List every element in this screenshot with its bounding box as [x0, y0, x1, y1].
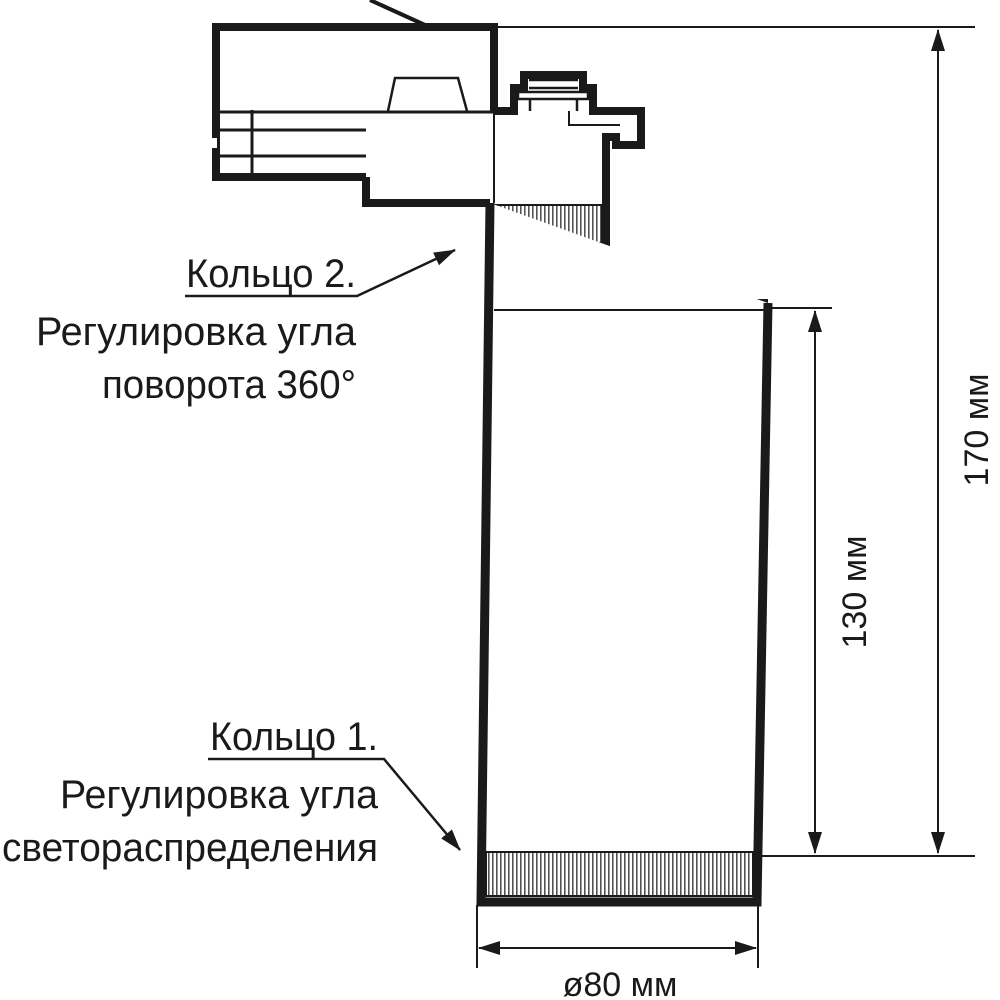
dimension-170-label: 170 мм: [958, 374, 996, 487]
lamp-body: [476, 202, 773, 907]
ring-1-knurl[interactable]: [485, 851, 754, 897]
dimension-130-label: 130 мм: [836, 536, 874, 649]
ring-1-desc-line2: светораспределения: [2, 826, 378, 870]
dimension-diameter-label: ø80 мм: [563, 966, 678, 1000]
ring-1-callout: Кольцо 1. Регулировка угла светораспреде…: [2, 715, 461, 870]
dimension-diameter: [476, 905, 759, 968]
ring-2-title: Кольцо 2.: [186, 252, 356, 296]
ring-2-callout: Кольцо 2. Регулировка угла поворота 360°: [36, 248, 456, 407]
ring-2-desc-line1: Регулировка угла: [36, 310, 357, 354]
track-adapter: [209, 0, 498, 181]
dimension-130: [768, 307, 832, 854]
ring-2-desc-line2: поворота 360°: [102, 363, 356, 407]
ring-1-title: Кольцо 1.: [210, 715, 378, 759]
dimension-170: [498, 26, 975, 857]
ring-1-desc-line1: Регулировка угла: [60, 773, 379, 817]
